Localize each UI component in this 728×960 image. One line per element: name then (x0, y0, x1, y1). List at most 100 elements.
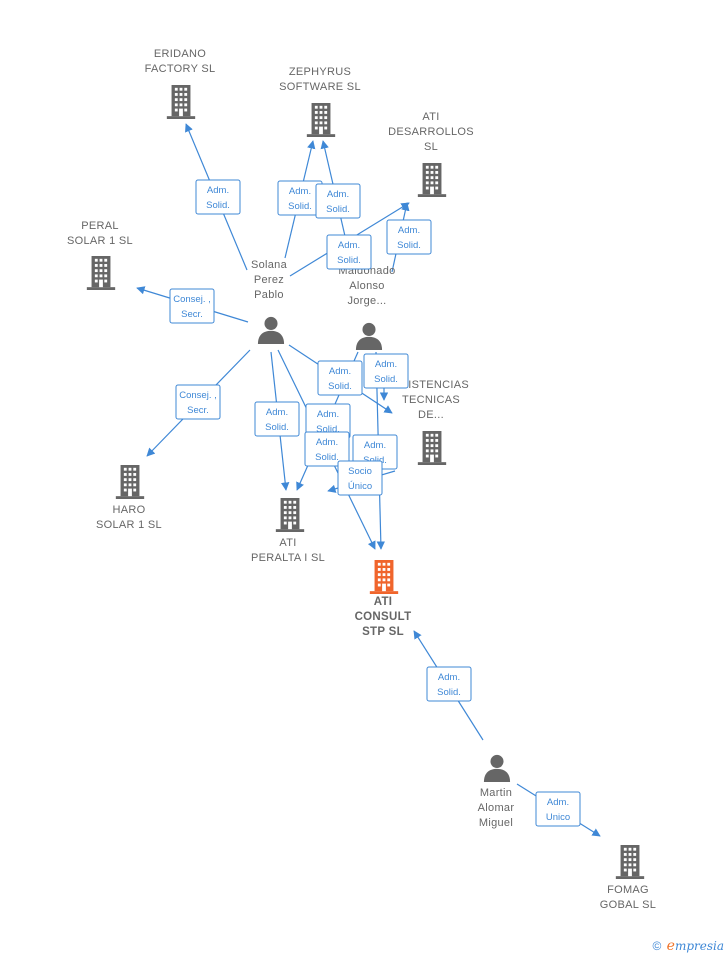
edge-label-text: Adm. (317, 409, 339, 420)
node-label-asistencias: DE... (418, 409, 444, 421)
edge-label-text: Socio (348, 466, 372, 477)
edge-label-box[interactable] (386, 219, 432, 255)
node-label-haro: HARO (113, 504, 146, 516)
edge-label-box[interactable] (337, 460, 383, 496)
building-icon[interactable] (615, 845, 645, 879)
node-label-ati_desarrollos: ATI (422, 111, 439, 123)
person-icon[interactable] (257, 316, 285, 344)
node-ati_desarrollos[interactable]: ATI DESARROLLOS SL (388, 111, 474, 197)
node-label-martin: Miguel (479, 817, 513, 829)
edge-label-box[interactable] (315, 183, 361, 219)
edge-label-text: Adm. (364, 440, 386, 451)
node-label-ati_desarrollos: SL (424, 141, 438, 153)
edge-labels-layer: Adm. Solid. Adm. Solid. Adm. Solid. Adm. Solid.… (169, 179, 581, 827)
edge-label-box[interactable] (326, 234, 372, 270)
edge-label-box[interactable] (535, 791, 581, 827)
edge-label-martin-to-fomag[interactable]: Adm.Unico (535, 791, 581, 827)
edge-label-solana-to-asistencias[interactable]: Adm.Solid. (317, 360, 363, 396)
edge-label-text: Adm. (375, 359, 397, 370)
edge-label-text: Adm. (338, 240, 360, 251)
edge-label-solana-to-eridano[interactable]: Adm.Solid. (195, 179, 241, 215)
edge-label-solana-to-ati_consult[interactable]: Adm.Solid. (304, 431, 350, 467)
node-label-eridano: ERIDANO (154, 48, 206, 60)
node-eridano[interactable]: ERIDANO FACTORY SL (145, 48, 216, 119)
edge-label-box[interactable] (195, 179, 241, 215)
node-label-martin: Alomar (478, 802, 515, 814)
edge-label-box[interactable] (363, 353, 409, 389)
node-label-eridano: FACTORY SL (145, 63, 216, 75)
building-icon[interactable] (306, 103, 336, 137)
edge-label-text: Adm. (547, 797, 569, 808)
edge-label-text: Único (348, 481, 372, 492)
building-icon[interactable] (86, 256, 116, 290)
edge-label-solana-to-haro[interactable]: Consej. ,Secr. (175, 384, 221, 420)
edge-label-text: Adm. (289, 186, 311, 197)
node-label-peral: SOLAR 1 SL (67, 235, 133, 247)
node-label-martin: Martin (480, 787, 512, 799)
node-label-peral: PERAL (81, 220, 119, 232)
building-icon[interactable] (417, 431, 447, 465)
edge-label-text: Consej. , (173, 294, 211, 305)
edge-label-text: Adm. (398, 225, 420, 236)
edge-label-martin-to-ati_consult[interactable]: Adm. Solid. (426, 666, 472, 702)
node-label-ati_desarrollos: DESARROLLOS (388, 126, 474, 138)
brand-footer: © empresia (652, 938, 724, 954)
building-icon[interactable] (275, 498, 305, 532)
edge-label-solana-to-ati_peralta[interactable]: Adm.Solid. (254, 401, 300, 437)
edge-label-maldonado-to-zephyrus[interactable]: Adm.Solid. (315, 183, 361, 219)
node-haro[interactable]: HARO SOLAR 1 SL (96, 465, 162, 531)
node-peral[interactable]: PERAL SOLAR 1 SL (67, 220, 133, 290)
edge-label-box[interactable] (169, 288, 215, 324)
building-icon[interactable] (115, 465, 145, 499)
edge-label-text: Solid. (326, 204, 350, 215)
building-icon[interactable] (166, 85, 196, 119)
node-label-solana: Pablo (254, 289, 284, 301)
building-icon[interactable] (369, 560, 399, 594)
node-label-solana: Perez (254, 274, 284, 286)
edge-label-solana-to-ati_desarrollos[interactable]: Adm. Solid. (326, 234, 372, 270)
edge-label-text: Adm. (438, 672, 460, 683)
node-label-haro: SOLAR 1 SL (96, 519, 162, 531)
edge-label-box[interactable] (175, 384, 221, 420)
node-asistencias[interactable]: ASISTENCIAS TECNICAS DE... (393, 379, 469, 465)
node-label-asistencias: TECNICAS (402, 394, 460, 406)
edge-label-text: Adm. (329, 366, 351, 377)
edge-label-maldonado-to-ati_desarrollos[interactable]: Adm.Solid. (386, 219, 432, 255)
node-ati_peralta[interactable]: ATI PERALTA I SL (251, 498, 325, 564)
copyright-icon: © (652, 939, 662, 953)
node-label-fomag: FOMAG (607, 884, 649, 896)
edge-label-maldonado-to-asistencias[interactable]: Adm. Solid. (363, 353, 409, 389)
node-label-solana: Solana (251, 259, 288, 271)
edge-label-text: Solid. (206, 200, 230, 211)
node-label-ati_peralta: PERALTA I SL (251, 552, 325, 564)
person-icon[interactable] (483, 754, 511, 782)
edge-label-maldonado-to-ati_peralta[interactable]: Adm. Solid. (305, 403, 351, 439)
edge-label-text: Solid. (374, 374, 398, 385)
person-icon[interactable] (355, 322, 383, 350)
node-label-maldonado: Alonso (349, 280, 384, 292)
edge-label-box[interactable] (317, 360, 363, 396)
node-label-ati_peralta: ATI (279, 537, 296, 549)
edge-label-text: Solid. (316, 424, 340, 435)
node-label-maldonado: Jorge... (347, 295, 386, 307)
node-label-asistencias: ASISTENCIAS (393, 379, 469, 391)
node-label-zephyrus: ZEPHYRUS (289, 66, 351, 78)
edge-label-text: Solid. (337, 255, 361, 266)
edge-label-solana-to-zephyrus[interactable]: Adm.Solid. (277, 180, 323, 216)
edge-label-text: Solid. (315, 452, 339, 463)
edge-label-box[interactable] (304, 431, 350, 467)
edge-label-text: Solid. (437, 687, 461, 698)
building-icon[interactable] (417, 163, 447, 197)
edge-label-box[interactable] (426, 666, 472, 702)
edge-label-solana-to-peral[interactable]: Consej. ,Secr. (169, 288, 215, 324)
edge-label-box[interactable] (254, 401, 300, 437)
node-maldonado[interactable]: MaldonadoAlonsoJorge... (338, 265, 395, 350)
